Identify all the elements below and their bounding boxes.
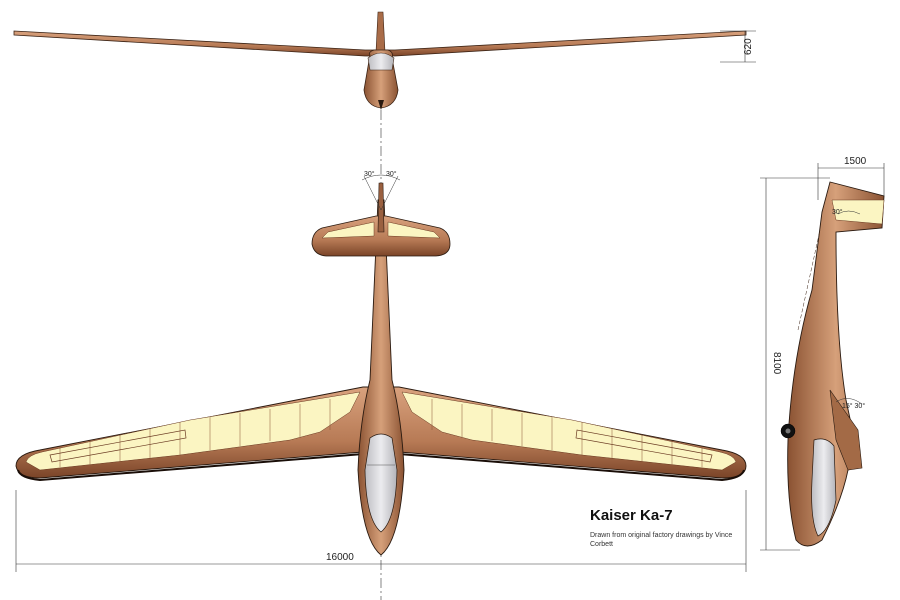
span-label: 16000	[326, 552, 354, 563]
plan-view-horizontal-tail	[311, 215, 451, 257]
side-view-angles: 30° 15° 30°	[832, 208, 865, 410]
rudder-left-angle: 30°	[364, 170, 375, 178]
side-view-fuselage	[787, 181, 885, 547]
tail-height-dimension: 1500	[817, 156, 885, 200]
aileron-angle: 15° 30°	[842, 402, 865, 410]
side-view-tailplane	[831, 199, 885, 225]
right-wing-fabric	[401, 391, 737, 471]
length-label: 8100	[771, 352, 782, 375]
plan-view-rudder	[377, 182, 385, 233]
front-view-skid	[378, 100, 384, 110]
right-leading-edge	[398, 453, 745, 482]
drawing-credit: Drawn from original factory drawings by …	[590, 532, 733, 548]
rudder-right-angle: 30°	[386, 170, 397, 178]
dihedral-dimension: 620	[720, 30, 756, 63]
front-view-canopy	[367, 52, 395, 71]
rudder-deflection: 30° 30°	[361, 170, 401, 211]
right-aileron	[575, 429, 713, 463]
left-aileron	[49, 429, 187, 463]
side-view-wing-root	[829, 389, 863, 471]
right-elevator	[387, 221, 441, 239]
dihedral-height-label: 620	[743, 38, 754, 55]
length-dimension: 8100	[760, 177, 830, 551]
span-dimension: 16000	[15, 490, 747, 572]
front-view	[13, 11, 747, 110]
left-elevator	[321, 221, 375, 239]
elevator-angle: 30°	[832, 208, 843, 216]
side-view	[780, 181, 885, 547]
drawing-title: Kaiser Ka-7	[590, 507, 673, 524]
plan-view-canopy	[364, 433, 398, 533]
left-leading-edge	[17, 453, 364, 482]
side-view-canopy	[811, 438, 837, 537]
tail-height-label: 1500	[844, 156, 867, 167]
plan-view	[15, 182, 747, 556]
left-wing-fabric	[25, 391, 361, 471]
front-view-fin	[375, 11, 386, 53]
